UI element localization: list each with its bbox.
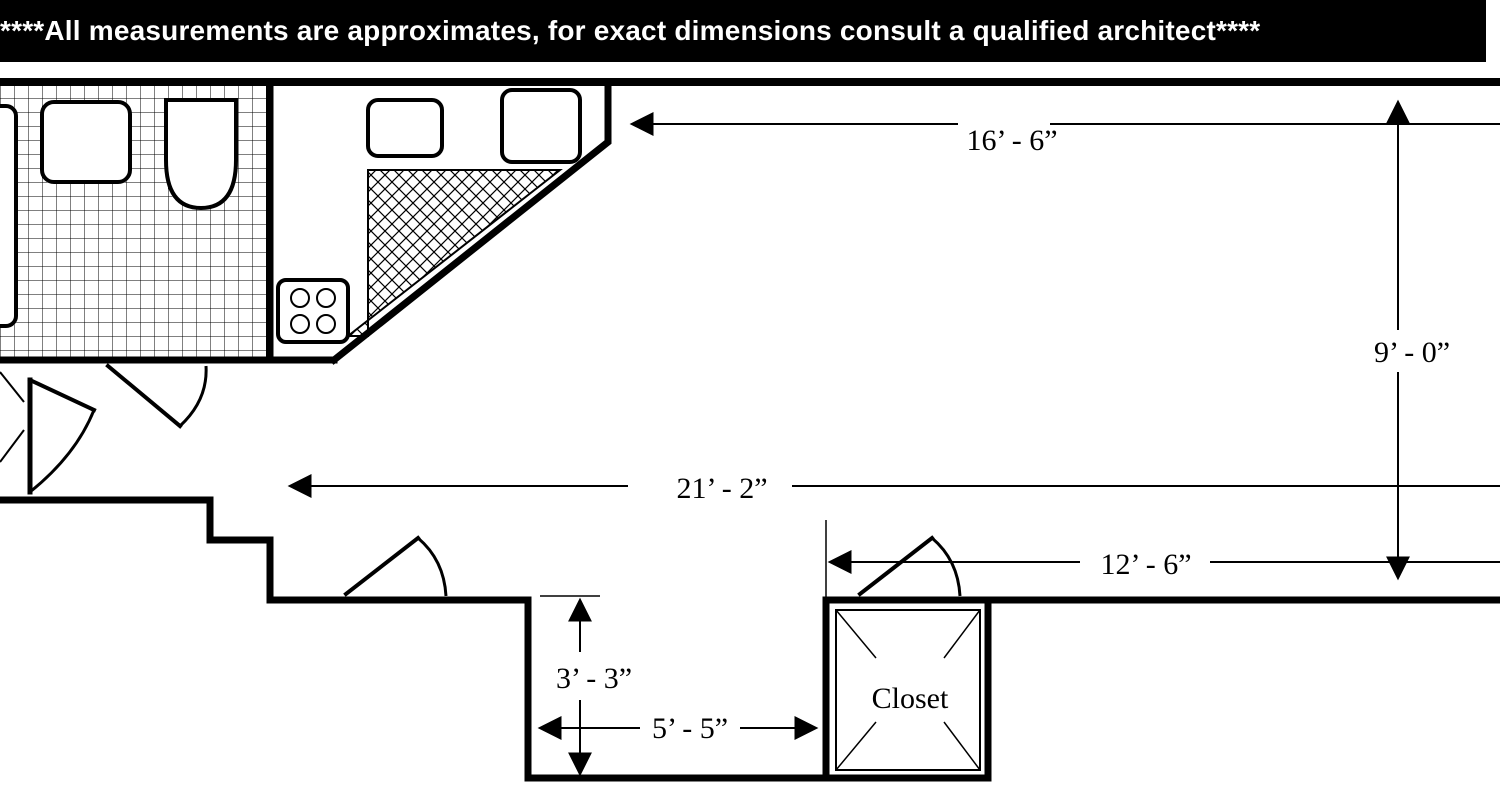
wall-kitchen-diagonal (329, 80, 612, 365)
bath-door-panel (27, 377, 97, 413)
closet-wall (822, 596, 992, 782)
closet-door-leaf (857, 535, 935, 597)
closet-door-arc (931, 536, 962, 597)
closet-cross (835, 609, 877, 659)
closet-inner (835, 609, 981, 771)
bathroom-sink (40, 100, 132, 184)
hall-door-leaf (343, 535, 421, 597)
closet-cross (943, 721, 981, 771)
disclaimer-text: ****All measurements are approximates, f… (0, 15, 1261, 46)
closet-cross (835, 721, 877, 771)
closet-cross (943, 609, 981, 659)
stove-burner (316, 314, 336, 334)
wall-bottom (0, 496, 1500, 782)
entry-door-line (0, 429, 25, 463)
stove (276, 278, 350, 344)
toilet (164, 98, 238, 211)
dim-living-length-label: 12’ - 6” (1100, 548, 1191, 581)
disclaimer-banner: ****All measurements are approximates, f… (0, 0, 1486, 62)
bathtub (0, 104, 18, 328)
kitchen-floor (345, 169, 563, 337)
entry-door-line (0, 371, 25, 403)
stove-burner (290, 314, 310, 334)
hall-door-arc (417, 536, 448, 597)
stove-burner (290, 288, 310, 308)
kitchen-sink (366, 98, 444, 158)
dim-total-length-label: 21’ - 2” (676, 472, 767, 505)
dim-alcove-depth-label: 3’ - 3” (556, 662, 632, 695)
dim-room-depth-label: 9’ - 0” (1374, 336, 1450, 369)
dim-alcove-width-label: 5’ - 5” (652, 712, 728, 745)
kitchen-door-arc (178, 365, 208, 428)
bath-door-arc (29, 409, 96, 494)
closet-label: Closet (872, 682, 949, 715)
dim-kitchen-width-label: 16’ - 6” (966, 124, 1057, 157)
kitchen-door-leaf (105, 363, 183, 429)
refrigerator (500, 88, 582, 164)
stove-burner (316, 288, 336, 308)
